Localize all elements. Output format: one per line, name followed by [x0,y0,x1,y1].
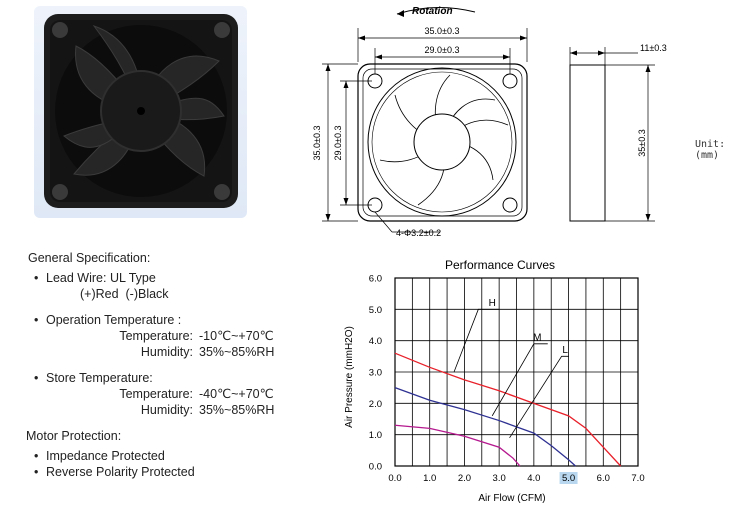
chart-series: H M L [394,298,622,467]
y-axis-label: Air Pressure (mmH2O) [344,326,355,428]
store-temp-row: Temperature: -40℃~+70℃ [28,386,274,402]
y-tick-label: 1.0 [369,430,382,441]
x-tick-label: 2.0 [458,473,471,484]
dim-side-height: 35±0.3 [637,129,647,156]
y-tick-label: 3.0 [369,368,382,379]
motor-heading: Motor Protection: [26,429,122,443]
op-temp-key: Temperature: [119,329,193,343]
x-tick-label: 3.0 [493,473,506,484]
dim-hole-height: 29.0±0.3 [333,126,343,161]
dim-hole-width: 29.0±0.3 [425,45,460,55]
side-view-drawing: 11±0.3 35±0.3 [569,43,667,222]
lead-wire-item: Lead Wire: UL Type [28,270,274,286]
y-tick-label: 4.0 [369,336,382,347]
op-hum-row: Humidity: 35%~85%RH [28,344,274,360]
y-tick-label: 0.0 [369,462,382,473]
op-temp-value: -10℃~+70℃ [199,329,274,343]
fan-photo [34,6,247,218]
unit-label: Unit: (mm) [695,139,726,161]
x-axis-label: Air Flow (CFM) [478,493,545,504]
x-tick-label: 7.0 [631,473,644,484]
lead-wire-colors: (+)Red (-)Black [80,287,169,301]
series-leader-m [491,343,548,417]
op-hum-value: 35%~85%RH [199,345,275,359]
motor-item: Reverse Polarity Protected [28,464,274,480]
x-tick-label: 4.0 [527,473,540,484]
spec-heading: General Specification: [28,251,151,265]
series-line-h [394,352,622,467]
op-temp-item: Operation Temperature : [28,312,274,328]
series-leader-l [509,355,569,439]
y-tick-label: 2.0 [369,399,382,410]
op-hum-key: Humidity: [140,345,193,359]
store-hum-row: Humidity: 35%~85%RH [28,402,274,418]
lead-wire-value: UL Type [109,271,156,285]
rotation-label: Rotation [412,6,453,17]
chart-ticks: 0.0 1.0 2.0 3.0 4.0 5.0 6.0 7.0 0.0 1.0 2.0 3.0 4.0 5… [369,274,645,484]
series-label-l: L [562,345,568,356]
store-temp-value: -40℃~+70℃ [199,387,274,401]
spec-panel: General Specification: Lead Wire: UL Typ… [26,250,274,480]
store-temp-key: Temperature: [119,387,193,401]
dim-holes-callout: 4-Φ3.2±0.2 [396,228,441,238]
performance-chart: Performance Curves 0.0 1.0 2.0 3.0 4.0 5.0 6.0… [344,258,645,504]
front-view-drawing: Rotation 35.0±0.3 29.0±0.3 35.0±0.3 29.0… [312,6,528,238]
series-line-l [394,424,521,467]
lead-wire-label: Lead Wire: [46,271,107,285]
x-tick-highlight [559,472,578,484]
series-label-m: M [533,333,541,344]
y-tick-label: 6.0 [369,274,382,285]
x-tick-label: 1.0 [423,473,436,484]
chart-grid [394,277,639,467]
store-hum-value: 35%~85%RH [199,403,275,417]
chart-title: Performance Curves [445,258,555,272]
dim-depth: 11±0.3 [640,43,667,53]
x-tick-label: 6.0 [597,473,610,484]
dim-outer-height: 35.0±0.3 [312,126,322,161]
y-tick-label: 5.0 [369,305,382,316]
x-tick-label: 5.0 [562,473,575,484]
store-temp-item: Store Temperature: [28,370,274,386]
series-leader-h [453,308,500,373]
x-tick-label: 0.0 [388,473,401,484]
dim-outer-width: 35.0±0.3 [425,26,460,36]
fan-photo-image [44,14,238,208]
store-hum-key: Humidity: [140,403,193,417]
series-label-h: H [489,298,496,309]
motor-item: Impedance Protected [28,448,274,464]
op-temp-row: Temperature: -10℃~+70℃ [28,328,274,344]
